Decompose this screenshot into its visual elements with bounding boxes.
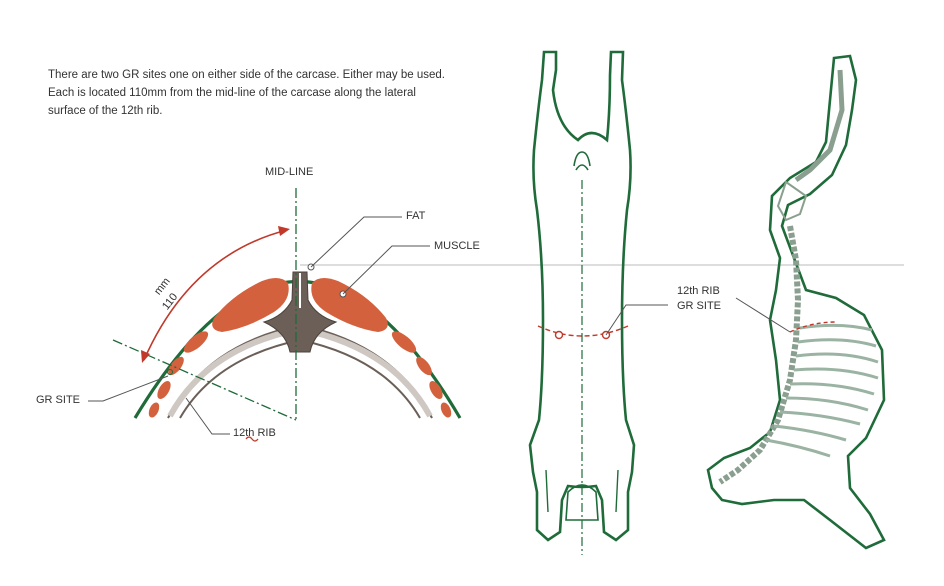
rib-2 xyxy=(797,338,877,348)
carcase-front-view xyxy=(528,50,668,555)
vertebra xyxy=(262,271,338,353)
fat-leader xyxy=(310,216,402,268)
rib-leader xyxy=(185,397,230,435)
neck-outline xyxy=(565,484,599,521)
rib-site-label: 12th RIB GR SITE xyxy=(677,284,721,314)
midline-label: MID-LINE xyxy=(265,166,314,178)
side-rib-curve xyxy=(789,321,837,333)
muscle-seg-r1 xyxy=(391,331,417,353)
twelfth-rib-label: 12th RIB xyxy=(233,427,276,439)
muscle-seg-l4 xyxy=(148,402,160,418)
front-gr-leader xyxy=(605,304,668,336)
rib-squiggle xyxy=(245,436,259,442)
rib-cage xyxy=(765,323,879,458)
leg-bone xyxy=(794,69,845,183)
rib-7 xyxy=(779,410,861,426)
rib-9 xyxy=(765,438,831,458)
tail-outline xyxy=(573,151,591,171)
measurement-arc xyxy=(143,229,288,361)
carcase-side-outline xyxy=(706,54,886,550)
measurement-arrow-top xyxy=(278,226,290,236)
intro-line-3: surface of the 12th rib. xyxy=(48,105,163,117)
muscle-seg-r2 xyxy=(416,356,432,376)
intro-line-1: There are two GR sites one on either sid… xyxy=(48,69,445,81)
fore-shank-left xyxy=(545,469,549,513)
carcase-side-view xyxy=(706,54,886,550)
rib-6 xyxy=(785,396,869,412)
side-gr-leader xyxy=(735,297,791,333)
muscle-left xyxy=(212,277,289,332)
muscle-seg-l1 xyxy=(183,331,209,353)
gr-site-label: GR SITE xyxy=(36,394,81,406)
cross-section xyxy=(88,188,462,442)
muscle-seg-l3 xyxy=(157,380,171,400)
carcase-front-outline xyxy=(528,50,636,542)
muscle-seg-r4 xyxy=(440,402,452,418)
fore-shank-right xyxy=(615,469,619,513)
front-rib-curve xyxy=(537,325,629,337)
pelvis-bone xyxy=(776,180,808,222)
measurement-arrow-bottom xyxy=(141,350,150,363)
rib-site-label-line1: 12th RIB xyxy=(677,285,720,297)
front-gr-left xyxy=(554,330,564,340)
rib-3 xyxy=(795,352,879,364)
muscle-seg-r3 xyxy=(429,380,443,400)
muscle-right xyxy=(311,277,388,332)
gr-construction-line xyxy=(112,339,297,421)
gr-site-marker xyxy=(167,369,173,375)
muscle-leader xyxy=(342,245,430,295)
muscle-label: MUSCLE xyxy=(434,240,480,252)
gr-site-leader xyxy=(88,375,169,402)
intro-line-2: Each is located 110mm from the mid-line … xyxy=(48,87,416,99)
rib-4 xyxy=(793,367,879,380)
rib-8 xyxy=(773,424,847,442)
rib-site-label-line2: GR SITE xyxy=(677,300,722,312)
rib-1 xyxy=(799,323,873,332)
fat-label: FAT xyxy=(406,210,426,222)
intro-text: There are two GR sites one on either sid… xyxy=(48,66,518,120)
spine xyxy=(718,225,802,485)
rib-5 xyxy=(789,382,875,396)
